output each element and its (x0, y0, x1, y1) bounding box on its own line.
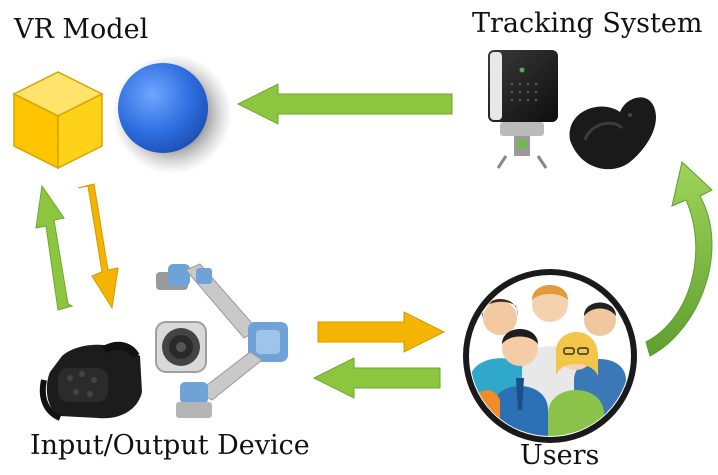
cube-icon (12, 71, 104, 170)
users-icon (463, 269, 637, 443)
users-label: Users (520, 440, 600, 471)
tracker-icon (488, 50, 558, 169)
arrow-tracking-to-vr (236, 83, 453, 125)
io-device-label: Input/Output Device (30, 430, 310, 461)
arc-users-to-tracking (645, 161, 713, 357)
arrow-device-to-users (317, 311, 446, 353)
vr-headset-icon (39, 341, 142, 421)
arrow-vr-to-device (77, 183, 119, 310)
sphere-icon (112, 54, 232, 174)
arrow-users-to-device (312, 357, 441, 399)
speaker-icon (155, 321, 207, 373)
vr-controller-icon (569, 97, 656, 170)
arrow-device-to-vr (35, 184, 74, 311)
robot-arm-icon (156, 263, 288, 418)
tracking-system-label: Tracking System (472, 8, 703, 39)
vr-model-label: VR Model (14, 14, 149, 45)
